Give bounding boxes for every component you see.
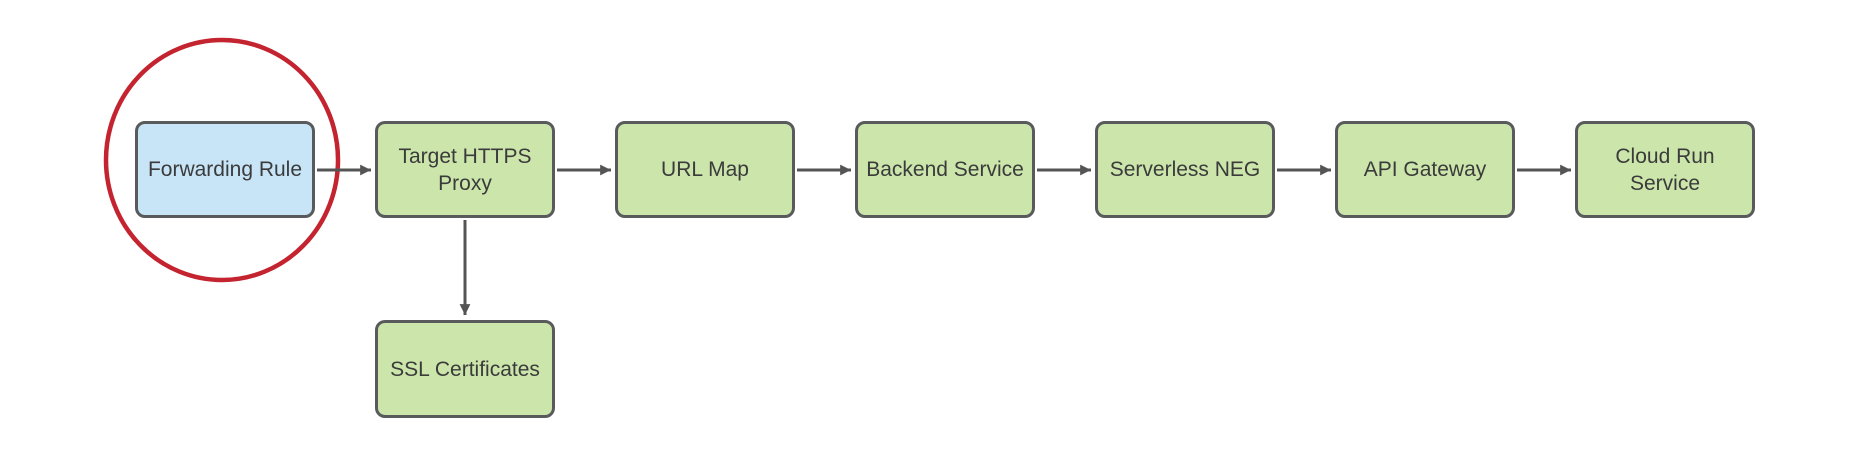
node-backend-service: Backend Service — [855, 121, 1035, 218]
node-target-https-proxy-label: Target HTTPS Proxy — [398, 144, 532, 195]
node-url-map-label: URL Map — [661, 158, 749, 181]
node-serverless-neg-label: Serverless NEG — [1109, 158, 1261, 181]
node-target-https-proxy: Target HTTPS Proxy — [375, 121, 555, 218]
node-serverless-neg: Serverless NEG — [1095, 121, 1275, 218]
node-api-gateway: API Gateway — [1335, 121, 1515, 218]
node-url-map: URL Map — [615, 121, 795, 218]
node-ssl-certificates-label: SSL Certificates — [390, 357, 540, 381]
node-cloud-run-service-label: Cloud Run Service — [1615, 144, 1715, 195]
node-api-gateway-label: API Gateway — [1363, 158, 1487, 181]
node-forwarding-rule-label: Forwarding Rule — [147, 158, 303, 181]
node-ssl-certificates: SSL Certificates — [375, 320, 555, 418]
node-cloud-run-service: Cloud Run Service — [1575, 121, 1755, 218]
node-forwarding-rule: Forwarding Rule — [135, 121, 315, 218]
node-backend-service-label: Backend Service — [866, 158, 1024, 181]
